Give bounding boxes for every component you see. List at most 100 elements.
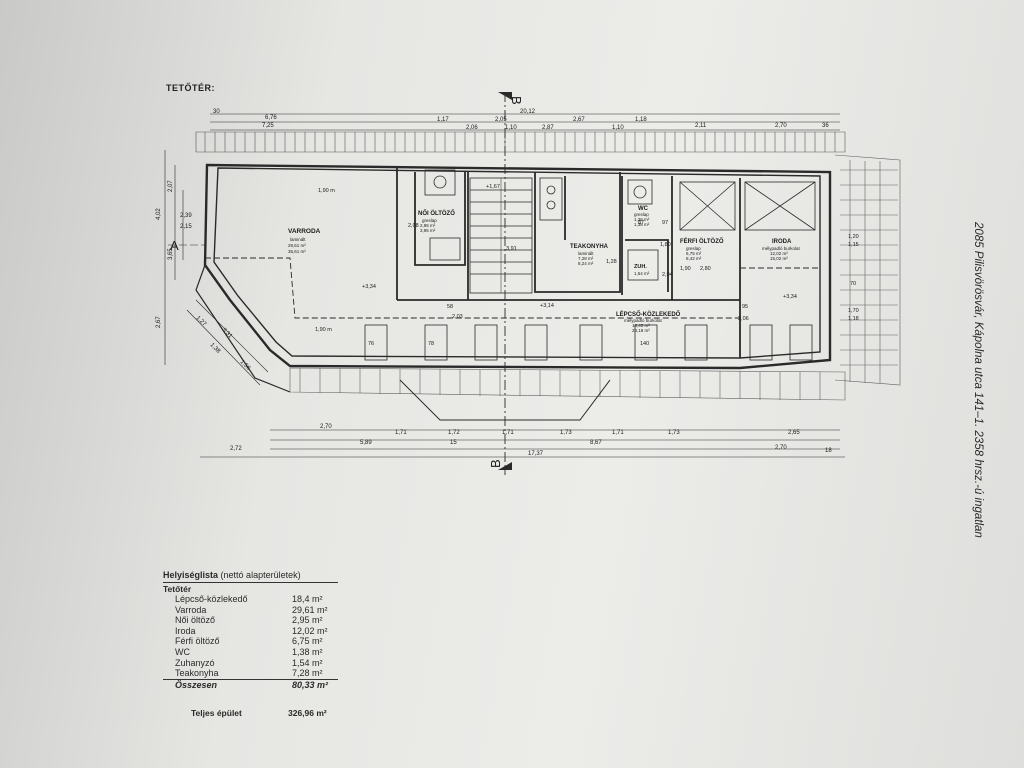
level-marks: +3,34 +3,14 +3,34 +1,67 (362, 184, 797, 309)
dim-text: 36 (822, 123, 829, 129)
roof-hatch-right (834, 154, 901, 386)
dim-text: 5,89 (360, 440, 372, 446)
dim-text: 58 (447, 304, 453, 310)
dims-bottom: 2,70 1,71 1,72 1,71 1,73 1,71 1,73 2,65 … (230, 424, 832, 457)
table-row: Női öltöző 2,95 m² (163, 615, 338, 626)
fixtures (424, 169, 816, 281)
room-list-table: Helyiséglista (nettó alapterületek) Tető… (163, 570, 338, 718)
room-labels: VARRODA laminált 29,61 m² 35,61 m² NŐI Ö… (288, 206, 801, 333)
total-value: 80,33 m² (292, 679, 329, 690)
level-mark: +3,34 (783, 294, 797, 300)
level-mark: +3,34 (362, 284, 376, 290)
dim-text: 95 (742, 304, 748, 310)
room-sub: laminált (290, 237, 306, 242)
dim-text: 15 (450, 440, 457, 446)
dim-text: 1,73 (560, 430, 572, 436)
dim-text: 1,71 (395, 430, 407, 436)
dims-inner: 1,90 m 1,90 m 1,90 2,08 2,03 2,06 1,80 2… (315, 188, 749, 347)
dim-text: 2,80 (700, 266, 711, 272)
table-row: Teakonyha 7,28 m² (163, 668, 338, 679)
dim-text: 1,28 (606, 259, 617, 265)
row-value: 7,28 m² (292, 668, 323, 679)
dim-text: 2,08 (408, 223, 419, 229)
room-area: 6,75 m² (686, 251, 702, 256)
dim-text: 1,18 (635, 117, 647, 123)
row-value: 2,95 m² (292, 615, 323, 626)
room-area2: 15,02 m² (770, 256, 788, 261)
room-area: 1,54 m² (634, 271, 650, 276)
section-mark-a: A (170, 238, 179, 253)
level-mark: +3,14 (540, 303, 554, 309)
dim-text: 87 (638, 220, 644, 226)
dim-text: 1,90 m (315, 327, 332, 333)
dim-text: 1,73 (668, 430, 680, 436)
dim-text: 1,71 (612, 430, 624, 436)
dim-text: 2,04 (662, 272, 673, 278)
dim-text: 1,90 (680, 266, 691, 272)
dim-text: 1,15 (848, 242, 859, 248)
dim-text: 2,03 (452, 314, 463, 320)
address-text: 2085 Pilisvörösvár, Kápolna utca 141–1. … (972, 222, 984, 538)
table-title-note: (nettó alapterületek) (220, 570, 301, 580)
room-area2: 3,95 m² (420, 228, 436, 233)
room-area: 29,61 m² (288, 243, 306, 248)
dim-text: 1,71 (502, 430, 514, 436)
row-label: Teakonyha (175, 668, 219, 679)
dim-text: 2,70 (775, 445, 787, 451)
dim-text: 1,72 (448, 430, 460, 436)
room-sub: greslap (634, 212, 649, 217)
dim-text: 7,25 (262, 123, 274, 129)
dim-text: 3,65 (168, 248, 174, 260)
room-area: 1,38 m² (634, 217, 650, 222)
room-name: FÉRFI ÖLTÖZŐ (680, 237, 724, 245)
room-name: ZUH. (634, 264, 647, 270)
row-value: 12,02 m² (292, 625, 328, 636)
room-sub: laminált (578, 251, 594, 256)
divider (163, 582, 338, 583)
dims-right: 1,20 1,15 1,70 1,18 70 (848, 234, 859, 322)
dim-text: 4,02 (156, 208, 162, 220)
dim-text: 3,91 (506, 246, 517, 252)
room-name: VARRODA (288, 228, 321, 235)
dim-text: 2,67 (573, 117, 585, 123)
dim-text: 2,67 (156, 316, 162, 328)
room-area: 18,40 m² (632, 323, 650, 328)
dim-text: 140 (640, 341, 649, 347)
dim-text: 1,80 (660, 242, 671, 248)
row-label: Női öltöző (175, 615, 216, 626)
room-sub: greslap (686, 246, 701, 251)
dims-top: 6,76 7,25 1,17 2,05 1,10 20,12 2,06 2,87… (213, 109, 829, 131)
room-area2: 35,61 m² (288, 249, 306, 254)
roof-hatch-bottom (289, 367, 846, 401)
outer-walls (195, 163, 832, 421)
room-area2: 8,42 m² (686, 256, 702, 261)
dim-text: 20,12 (520, 109, 536, 115)
level-mark: +1,67 (486, 184, 500, 190)
dim-text: 2,87 (542, 125, 554, 131)
room-area: 2,95 m² (420, 223, 436, 228)
row-value: 1,38 m² (292, 646, 323, 657)
dim-text: 6,76 (265, 115, 277, 121)
grand-value: 326,96 m² (288, 707, 327, 718)
row-value: 6,75 m² (292, 636, 323, 647)
room-area: 12,02 m² (770, 251, 788, 256)
dim-text: 1,18 (848, 316, 859, 322)
address-caption: 2085 Pilisvörösvár, Kápolna utca 141–1. … (968, 222, 984, 582)
dims-left: 4,02 2,07 2,39 2,15 3,65 2,67 1,27 1,38 … (156, 180, 252, 372)
room-name: NŐI ÖLTÖZŐ (418, 210, 455, 217)
dimension-lines (164, 92, 845, 475)
dim-text: 2,06 (738, 316, 749, 322)
row-label: Iroda (175, 625, 196, 636)
dim-text: 1,70 (848, 308, 859, 314)
plan-title: TETŐTÉR: (166, 83, 215, 93)
dim-text: 2,06 (466, 125, 478, 131)
dim-text: 70 (850, 281, 856, 287)
room-sub: mélypadló burkolat (624, 318, 663, 323)
dim-text: 1,90 m (318, 188, 335, 194)
section-mark-b-bottom: B (488, 459, 503, 468)
